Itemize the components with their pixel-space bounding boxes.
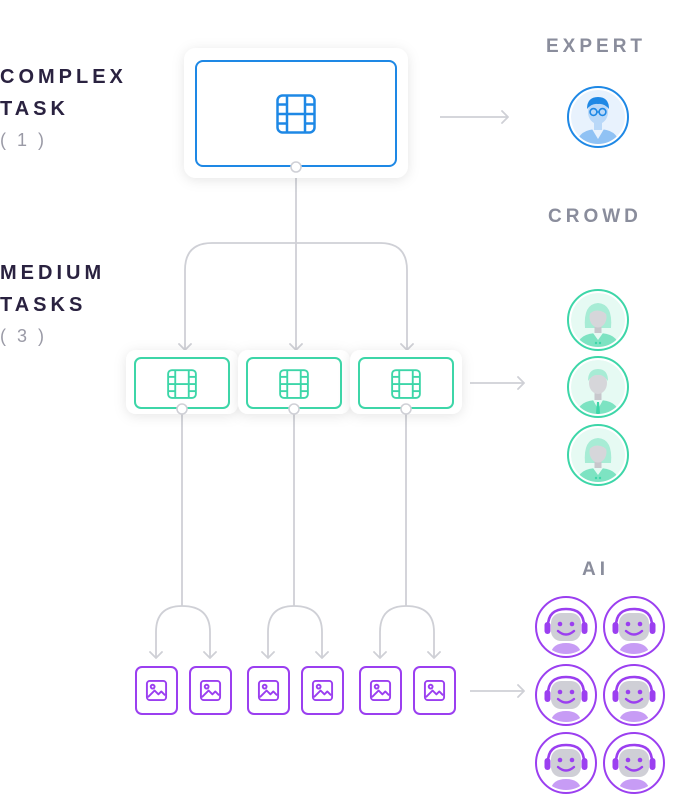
complex-task-count: ( 1 ) <box>0 130 48 150</box>
medium-task-2 <box>238 350 350 415</box>
small-tasks <box>135 666 456 715</box>
small-task-6 <box>413 666 456 715</box>
ai-avatar-icon-2 <box>604 597 664 659</box>
small-task-4 <box>301 666 344 715</box>
connector-medium-1-to-small-right <box>181 605 217 659</box>
medium-task-3 <box>350 350 462 415</box>
medium-tasks-count: ( 3 ) <box>0 326 48 346</box>
medium-task-1 <box>126 350 238 415</box>
medium-tasks-label: MEDIUM TASKS ( 3 ) <box>0 257 105 351</box>
complex-task-label: COMPLEX TASK ( 1 ) <box>0 61 127 155</box>
connector-medium-1-to-small-left <box>149 605 183 659</box>
ai-avatar-icon-3 <box>536 665 596 727</box>
complex-task-title-2: TASK <box>0 98 69 120</box>
medium-tasks-title-1: MEDIUM <box>0 262 106 284</box>
small-task-3 <box>247 666 290 715</box>
medium-tasks <box>126 350 462 415</box>
complex-task-card <box>184 48 408 178</box>
crowd-avatar-icon-1 <box>568 290 628 352</box>
crowd-avatar-icon-2 <box>568 357 628 419</box>
connector-medium-3-to-small-right <box>405 605 441 659</box>
complex-task-port <box>290 161 302 173</box>
complex-task-title-1: COMPLEX <box>0 66 127 88</box>
connector-medium-3-to-small-left <box>373 605 407 659</box>
small-task-1 <box>135 666 178 715</box>
ai-avatar-icon-4 <box>604 665 664 727</box>
connector-medium-2-to-small-right <box>293 605 329 659</box>
connector-medium-2-to-small-left <box>261 605 295 659</box>
ai-avatar-icon-1 <box>536 597 596 659</box>
small-task-2 <box>189 666 232 715</box>
ai-avatar-icon-6 <box>604 733 664 795</box>
small-task-5 <box>359 666 402 715</box>
connector-complex-to-medium-right <box>296 242 414 351</box>
connector-complex-to-medium-left <box>178 242 296 351</box>
medium-tasks-title-2: TASKS <box>0 294 87 316</box>
crowd-avatar-icon-3 <box>568 425 628 487</box>
expert-heading: EXPERT <box>546 36 647 57</box>
crowd-heading: CROWD <box>548 206 642 227</box>
expert-avatar-icon <box>568 87 628 149</box>
connectors <box>149 110 525 698</box>
ai-heading: AI <box>582 559 609 580</box>
ai-avatar-icon-5 <box>536 733 596 795</box>
